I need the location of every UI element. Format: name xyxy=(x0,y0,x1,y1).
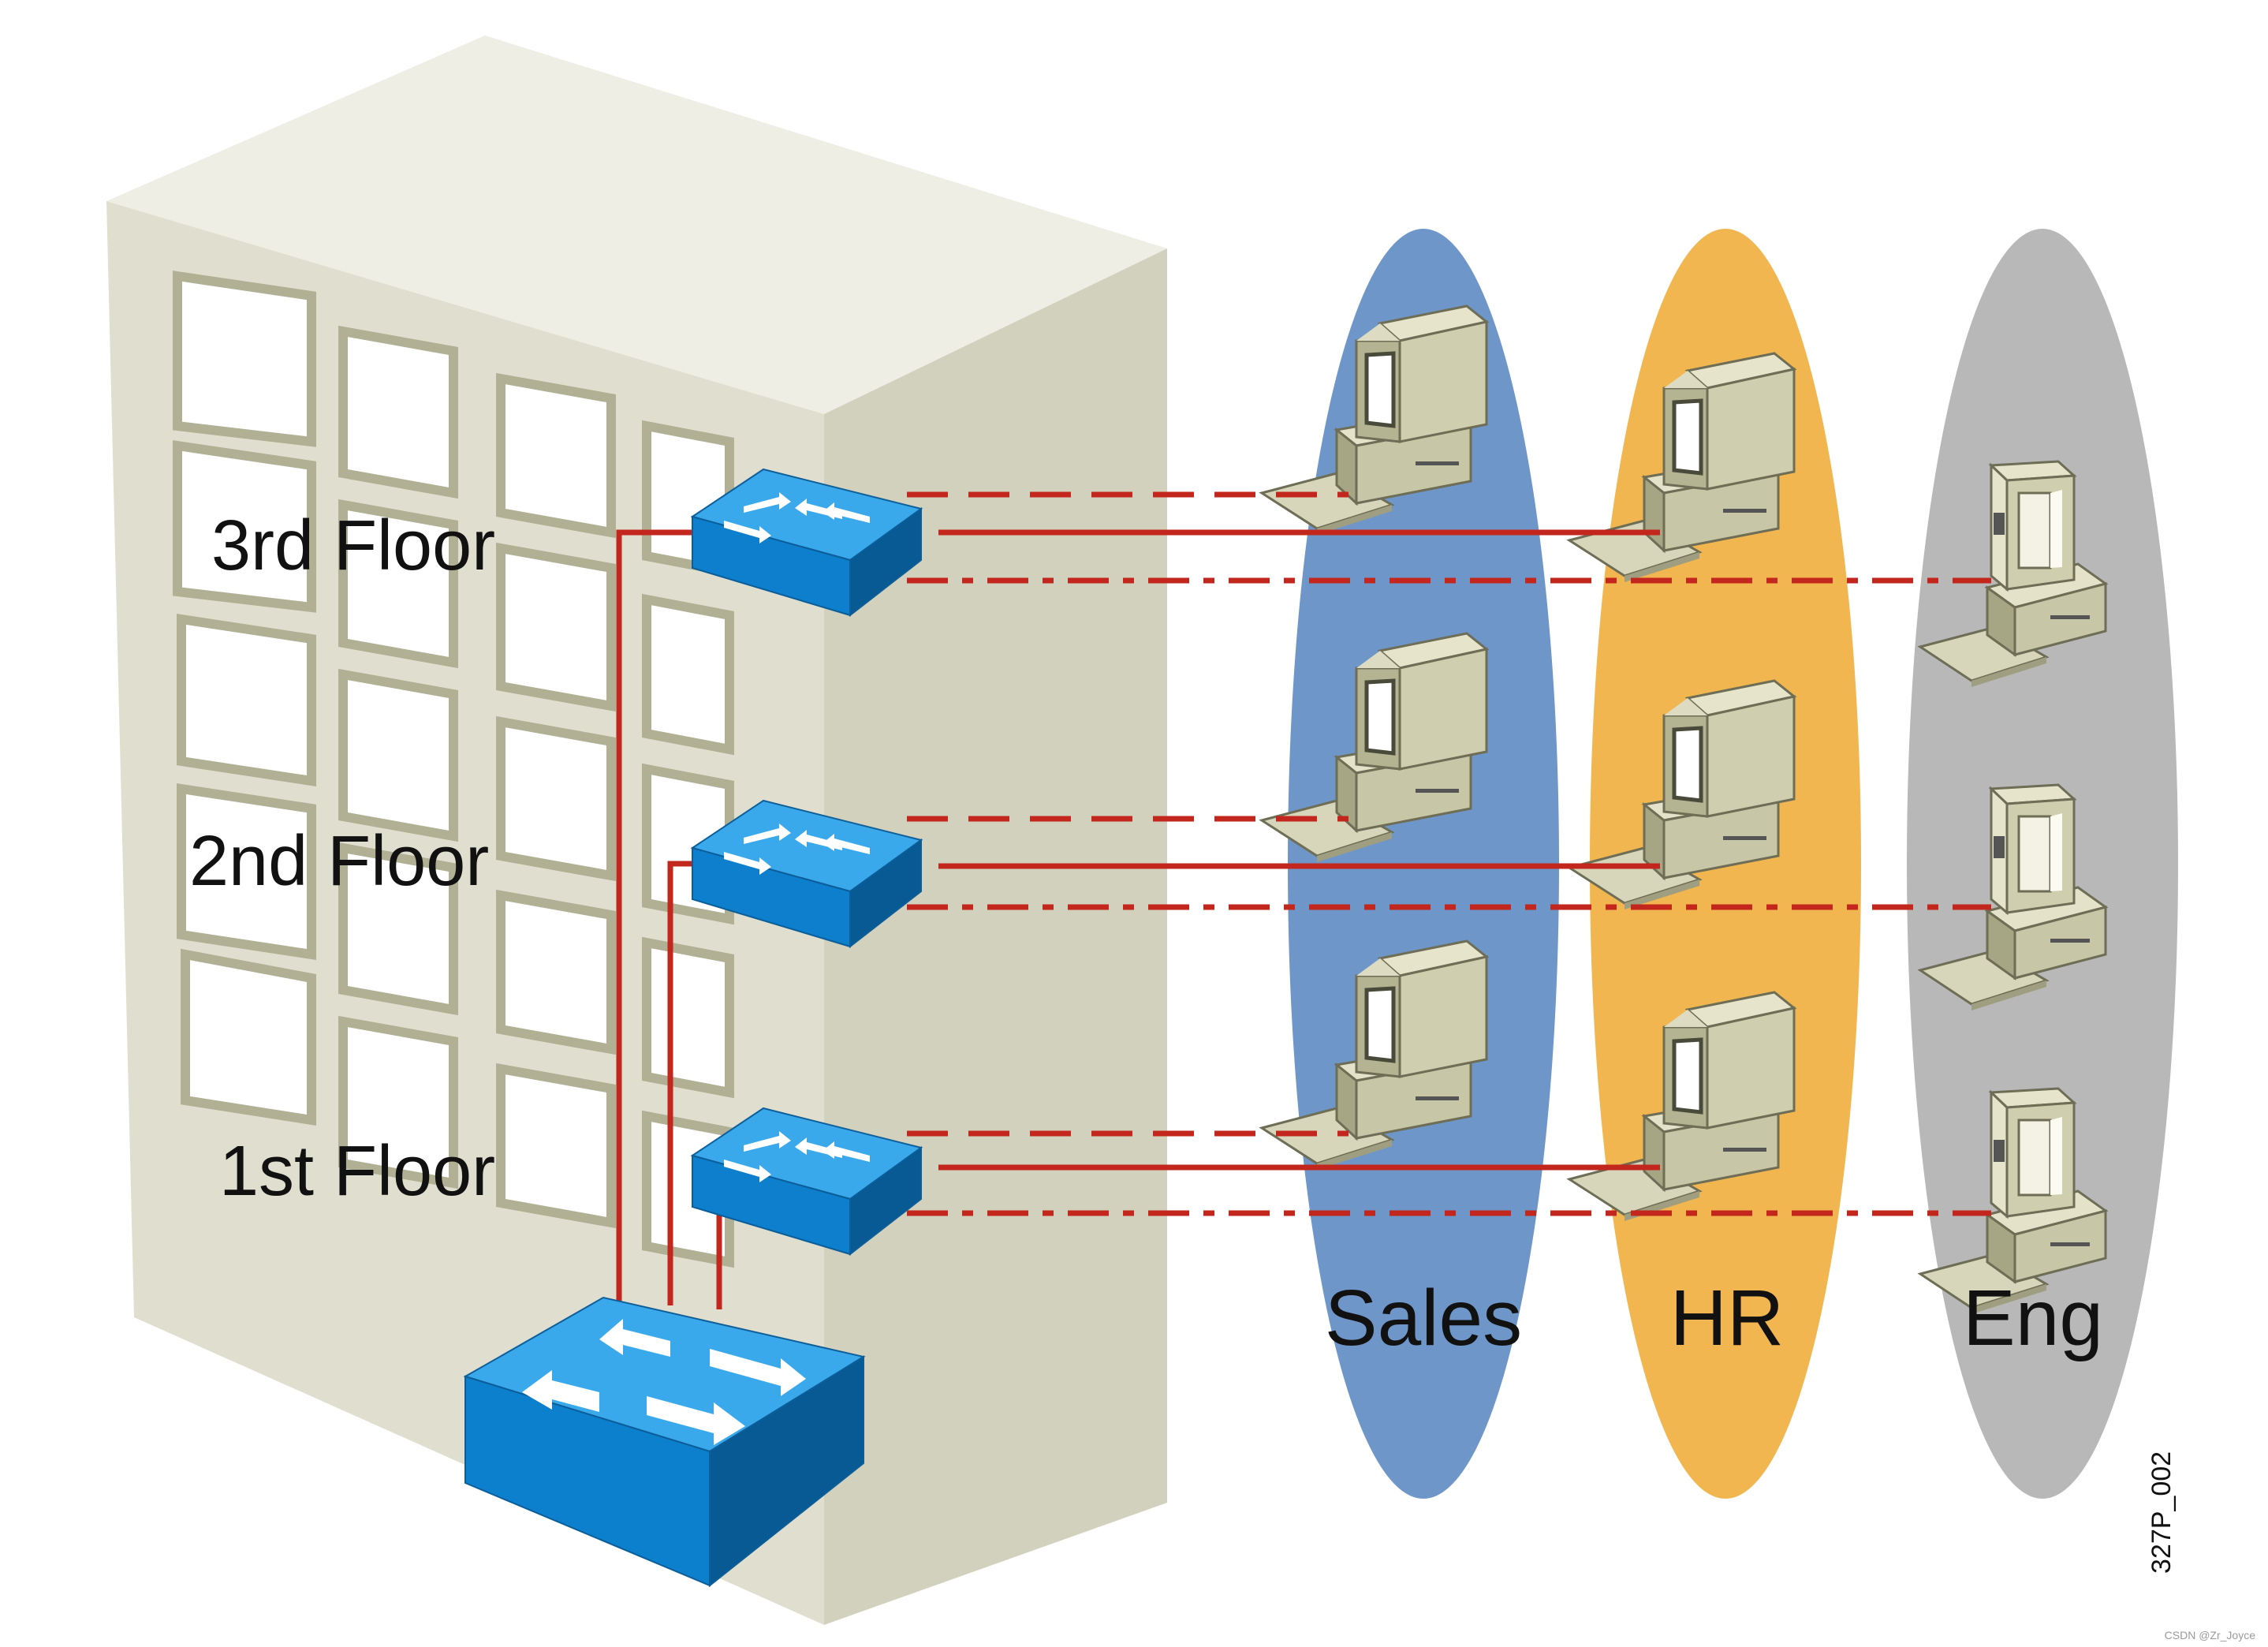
vlan-label-sales: Sales xyxy=(1325,1274,1522,1362)
figure-id: 327P_002 xyxy=(2147,1451,2177,1574)
vlan-label-eng: Eng xyxy=(1963,1274,2103,1362)
trunk-link-2nd xyxy=(667,861,694,1305)
floor-label: 3rd Floor xyxy=(211,506,495,585)
floor-label: 2nd Floor xyxy=(189,822,489,901)
trunk-link-3rd xyxy=(616,529,694,1305)
trunk-links xyxy=(616,529,722,1309)
floor-label: 1st Floor xyxy=(219,1132,495,1211)
building xyxy=(106,35,1167,1625)
watermark: CSDN @Zr_Joyce xyxy=(2165,1629,2256,1641)
vlan-label-hr: HR xyxy=(1670,1274,1784,1362)
core-switch-icon xyxy=(463,1296,866,1588)
vlan-links xyxy=(907,491,1991,1216)
